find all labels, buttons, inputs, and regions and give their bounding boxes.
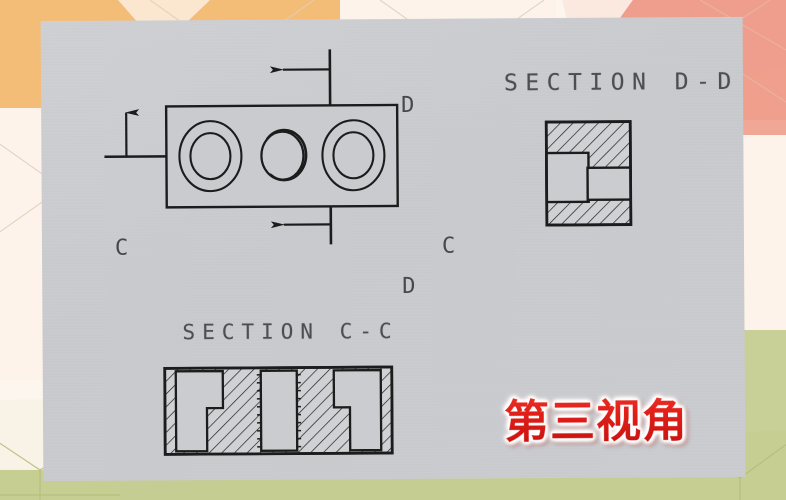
- section-cc-counterbore-left: [174, 369, 225, 453]
- section-cc-caption: SECTION C-C: [182, 318, 399, 345]
- counterbore-outer-right: [321, 119, 386, 192]
- section-dd-outline: [544, 120, 633, 227]
- third-angle-badge: 第三视角: [504, 384, 688, 450]
- counterbore-outer-left: [178, 120, 243, 193]
- section-cc-counterbore-right: [332, 368, 383, 452]
- technical-drawing: [104, 49, 633, 456]
- section-label-c-right: C: [441, 233, 456, 259]
- top-view-body-outline: [164, 103, 399, 209]
- counterbore-inner-left: [189, 132, 232, 181]
- section-cc-center-bore: [259, 369, 299, 452]
- section-c-c-view: [163, 365, 394, 456]
- section-dd-caption: SECTION D-D: [503, 68, 739, 97]
- thread-spiral: [266, 128, 308, 182]
- section-label-d-bottom: D: [402, 273, 416, 299]
- threaded-center-hole: [260, 128, 308, 182]
- counterbore-inner-right: [332, 131, 375, 180]
- section-dd-bore-cavity: [586, 166, 632, 202]
- section-d-d-view: [544, 120, 633, 227]
- thread-ticks-right: [295, 373, 302, 448]
- section-dd-counterbore-cavity: [545, 151, 590, 204]
- counterbore-hole-right: [321, 119, 386, 192]
- section-label-c-left: C: [114, 235, 129, 261]
- drawing-sheet: SECTION D-D SECTION C-C C C D D 第三视角: [40, 16, 746, 482]
- section-label-d-top: D: [401, 92, 415, 118]
- top-view: [104, 49, 399, 245]
- thread-ticks-left: [256, 374, 263, 448]
- section-cc-outline: [163, 365, 394, 456]
- counterbore-hole-left: [178, 120, 243, 193]
